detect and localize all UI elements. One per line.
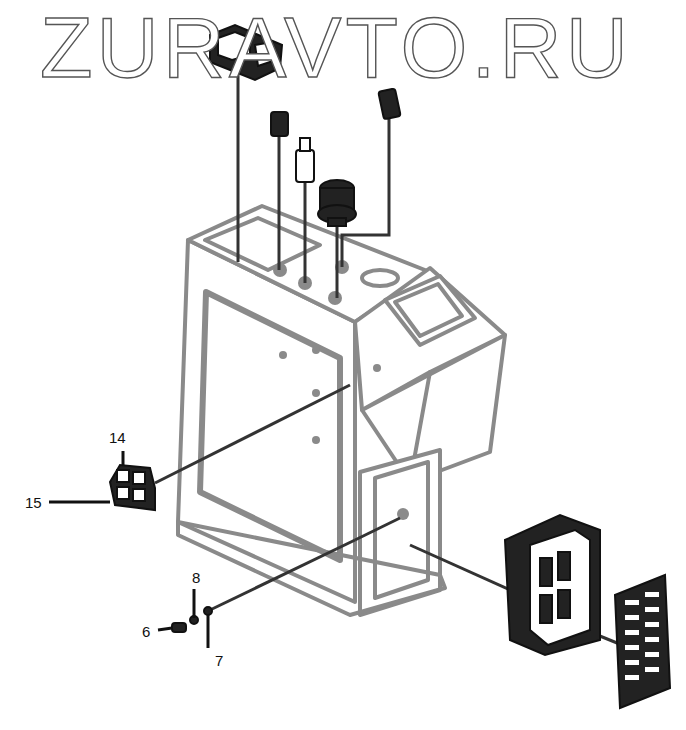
- callout-number: 8: [192, 570, 200, 585]
- callout-number: 6: [142, 624, 150, 639]
- callout-number: 7: [215, 653, 223, 668]
- callout-number: 14: [109, 430, 126, 445]
- watermark: ZURAVTO.RU: [40, 4, 632, 90]
- callout-number: 15: [25, 495, 42, 510]
